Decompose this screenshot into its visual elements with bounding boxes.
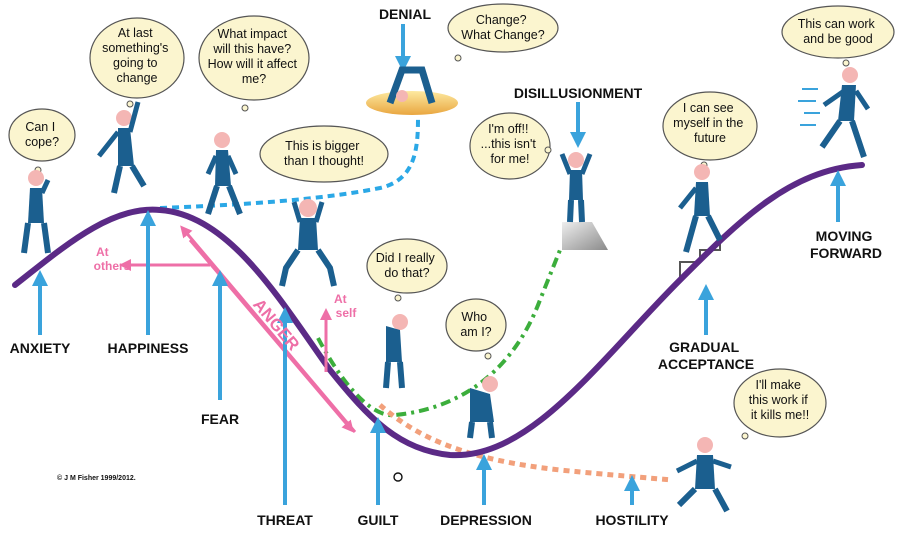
bubble-text: This can work bbox=[798, 17, 876, 31]
gradual-acceptance-line-1: GRADUAL bbox=[669, 339, 739, 355]
bubble-text: ...this isn't bbox=[481, 137, 537, 151]
figure-disillusionment bbox=[559, 152, 593, 223]
bubble-happiness: At last something's going to change bbox=[89, 17, 185, 108]
bubble-text: What impact bbox=[218, 27, 288, 41]
bubble-text: this work if bbox=[749, 393, 809, 407]
small-circle-mark bbox=[393, 472, 403, 482]
moving-forward-line-2: FORWARD bbox=[810, 245, 882, 261]
stage-moving-forward-label: MOVING FORWARD bbox=[810, 228, 882, 261]
bubble-hostility: I'll make this work if it kills me!! bbox=[733, 368, 827, 440]
bubble-text: and be good bbox=[803, 32, 873, 46]
at-others-line-2: others bbox=[94, 259, 131, 273]
bubble-text: Change? bbox=[476, 13, 527, 27]
bubble-text: change bbox=[116, 71, 157, 85]
bubble-text: Did I really bbox=[376, 251, 436, 265]
change-curve bbox=[12, 162, 865, 459]
at-self-line-1: At bbox=[334, 292, 347, 306]
bubble-text: me? bbox=[242, 72, 266, 86]
bubble-text: This is bigger bbox=[285, 139, 359, 153]
bubble-text: I'll make bbox=[756, 378, 802, 392]
moving-forward-line-1: MOVING bbox=[816, 228, 873, 244]
bubble-text: for me! bbox=[491, 152, 530, 166]
svg-text:I can see myself in the: I can see myself in the future bbox=[673, 101, 747, 145]
stage-hostility-label: HOSTILITY bbox=[595, 512, 669, 528]
denial-pit bbox=[366, 91, 458, 115]
bubble-fear: What impact will this have? How will it … bbox=[198, 15, 310, 112]
svg-text:This can work and be goo: This can work and be good bbox=[798, 17, 879, 46]
stage-gradual-acceptance-label: GRADUAL ACCEPTANCE bbox=[658, 339, 754, 372]
bubble-depression: Who am I? bbox=[445, 298, 507, 360]
bubble-text: going to bbox=[113, 56, 158, 70]
figure-moving-forward bbox=[798, 67, 871, 158]
bubble-anxiety: Can I cope? bbox=[8, 108, 76, 174]
svg-text:Did I really do that?: Did I really do that? bbox=[376, 251, 439, 280]
stage-fear-label: FEAR bbox=[201, 411, 239, 427]
denial-path bbox=[159, 117, 420, 210]
svg-text:I'll make this work if: I'll make this work if it kills me!! bbox=[749, 378, 812, 422]
bubble-denial: Change? What Change? bbox=[447, 3, 559, 62]
svg-text:Change? What Change?: Change? What Change? bbox=[461, 13, 544, 42]
bubble-text: cope? bbox=[25, 135, 59, 149]
at-self-line-2: self bbox=[336, 306, 358, 320]
bubble-text: myself in the bbox=[673, 116, 743, 130]
bubble-text: What Change? bbox=[461, 28, 544, 42]
bubble-text: it kills me!! bbox=[751, 408, 809, 422]
svg-text:Can I cope?: Can I cope? bbox=[25, 120, 59, 149]
svg-text:What impact will this ha: What impact will this have? How will it … bbox=[208, 27, 301, 86]
bubble-text: future bbox=[694, 131, 726, 145]
bubble-text: I can see bbox=[683, 101, 734, 115]
svg-text:Who am I?: Who am I? bbox=[460, 310, 491, 339]
bubble-guilt: Did I really do that? bbox=[366, 238, 448, 302]
figure-hostility bbox=[675, 437, 732, 513]
disillusionment-cliff bbox=[562, 222, 608, 250]
gradual-acceptance-line-2: ACCEPTANCE bbox=[658, 356, 754, 372]
bubble-moving-forward: This can work and be good bbox=[781, 5, 895, 67]
bubble-text: Can I bbox=[25, 120, 55, 134]
bubble-text: than I thought! bbox=[284, 154, 364, 168]
svg-text:This is bigger than I th: This is bigger than I thought! bbox=[284, 139, 364, 168]
figure-happiness bbox=[97, 101, 147, 194]
figure-guilt bbox=[383, 314, 408, 389]
bubble-disillusionment: I'm off!! ...this isn't for me! bbox=[469, 112, 552, 180]
stage-happiness-label: HAPPINESS bbox=[108, 340, 189, 356]
figure-fear bbox=[205, 132, 243, 216]
bubble-text: I'm off!! bbox=[488, 122, 528, 136]
figure-gradual-acceptance bbox=[678, 164, 723, 253]
stage-guilt-label: GUILT bbox=[358, 512, 399, 528]
at-others-label: At others bbox=[94, 245, 131, 273]
bubble-text: will this have? bbox=[212, 42, 291, 56]
at-self-label: At self bbox=[334, 292, 357, 320]
stage-denial-label: DENIAL bbox=[379, 6, 432, 22]
svg-text:At last something's: At last something's going to change bbox=[102, 26, 172, 85]
bubble-gradual-acceptance: I can see myself in the future bbox=[662, 91, 758, 169]
stage-depression-label: DEPRESSION bbox=[440, 512, 532, 528]
figure-denial bbox=[386, 66, 436, 105]
stage-threat-label: THREAT bbox=[257, 512, 313, 528]
bubble-text: How will it affect bbox=[208, 57, 298, 71]
figure-anxiety bbox=[21, 170, 51, 254]
hostility-path bbox=[378, 403, 673, 483]
bubble-text: do that? bbox=[384, 266, 429, 280]
disillusionment-path bbox=[316, 249, 562, 418]
bubble-text: At last bbox=[118, 26, 153, 40]
stage-anxiety-label: ANXIETY bbox=[10, 340, 71, 356]
copyright-notice: © J M Fisher 1999/2012. bbox=[57, 474, 136, 482]
bubble-text: am I? bbox=[460, 325, 491, 339]
bubble-text: Who bbox=[461, 310, 487, 324]
figure-depression bbox=[467, 376, 498, 439]
figure-threat bbox=[279, 199, 337, 287]
stage-disillusionment-label: DISILLUSIONMENT bbox=[514, 85, 643, 101]
at-others-line-1: At bbox=[96, 245, 109, 259]
svg-text:I'm off!! ...this isn't: I'm off!! ...this isn't for me! bbox=[481, 122, 540, 166]
bubble-text: something's bbox=[102, 41, 168, 55]
bubble-threat: This is bigger than I thought! bbox=[259, 125, 389, 183]
